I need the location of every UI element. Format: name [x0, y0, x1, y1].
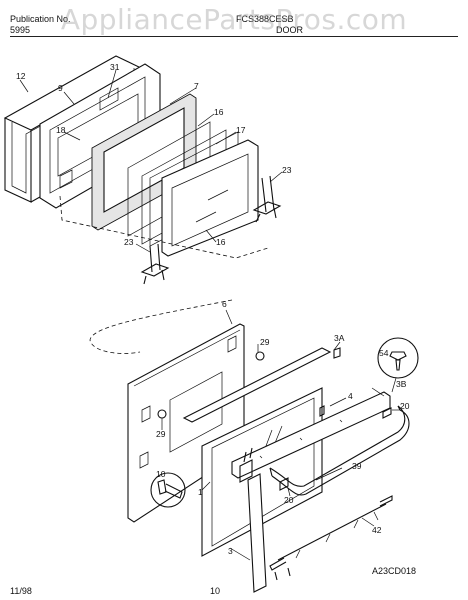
callout-23-right: 23	[282, 165, 292, 175]
screw-detail-54	[377, 337, 419, 393]
callout-18: 18	[56, 125, 66, 135]
callout-10: 10	[156, 469, 166, 479]
footer-date: 11/98	[10, 586, 32, 596]
watermark-logo: AppliancePartsPros.com	[60, 3, 408, 36]
hinge-brackets-bottom	[239, 447, 253, 483]
publication-number: 5995	[10, 25, 31, 35]
dashed-connector-middle	[89, 299, 233, 354]
callout-3: 3	[228, 546, 233, 556]
callout-54: 54	[379, 348, 389, 358]
callout-12: 12	[16, 71, 26, 81]
glass-panels	[127, 121, 259, 257]
callout-17: 17	[236, 125, 246, 135]
callout-4: 4	[348, 391, 353, 401]
diagram-code: A23CD018	[372, 566, 417, 576]
callout-31: 31	[110, 62, 120, 72]
section-title: DOOR	[276, 25, 303, 35]
publication-label: Publication No.	[10, 14, 71, 24]
callout-16-top: 16	[214, 107, 224, 117]
callout-6: 6	[222, 299, 227, 309]
screw-detail-10	[150, 472, 186, 508]
leaders-bottom	[161, 309, 400, 561]
callout-39: 39	[352, 461, 362, 471]
callout-16-bottom: 16	[216, 237, 226, 247]
callout-29-top: 29	[260, 337, 270, 347]
hinge-pins-42	[269, 495, 393, 581]
callout-9: 9	[58, 83, 63, 93]
callout-7: 7	[194, 81, 199, 91]
callout-3A: 3A	[334, 333, 345, 343]
dashed-connector-top	[59, 195, 269, 259]
side-trim-strip	[247, 473, 267, 593]
callout-42: 42	[372, 525, 382, 535]
callout-23-left: 23	[124, 237, 134, 247]
header-rule	[10, 36, 458, 37]
callout-3B: 3B	[396, 379, 407, 389]
model-number: FCS388CESB	[236, 14, 294, 24]
callout-20-right: 20	[400, 401, 410, 411]
leaders-top	[19, 69, 283, 253]
callout-29-left: 29	[156, 429, 166, 439]
callout-20-bottom: 20	[284, 495, 294, 505]
footer-page: 10	[210, 586, 221, 596]
door-trim-top	[182, 347, 332, 423]
callout-1: 1	[198, 487, 203, 497]
